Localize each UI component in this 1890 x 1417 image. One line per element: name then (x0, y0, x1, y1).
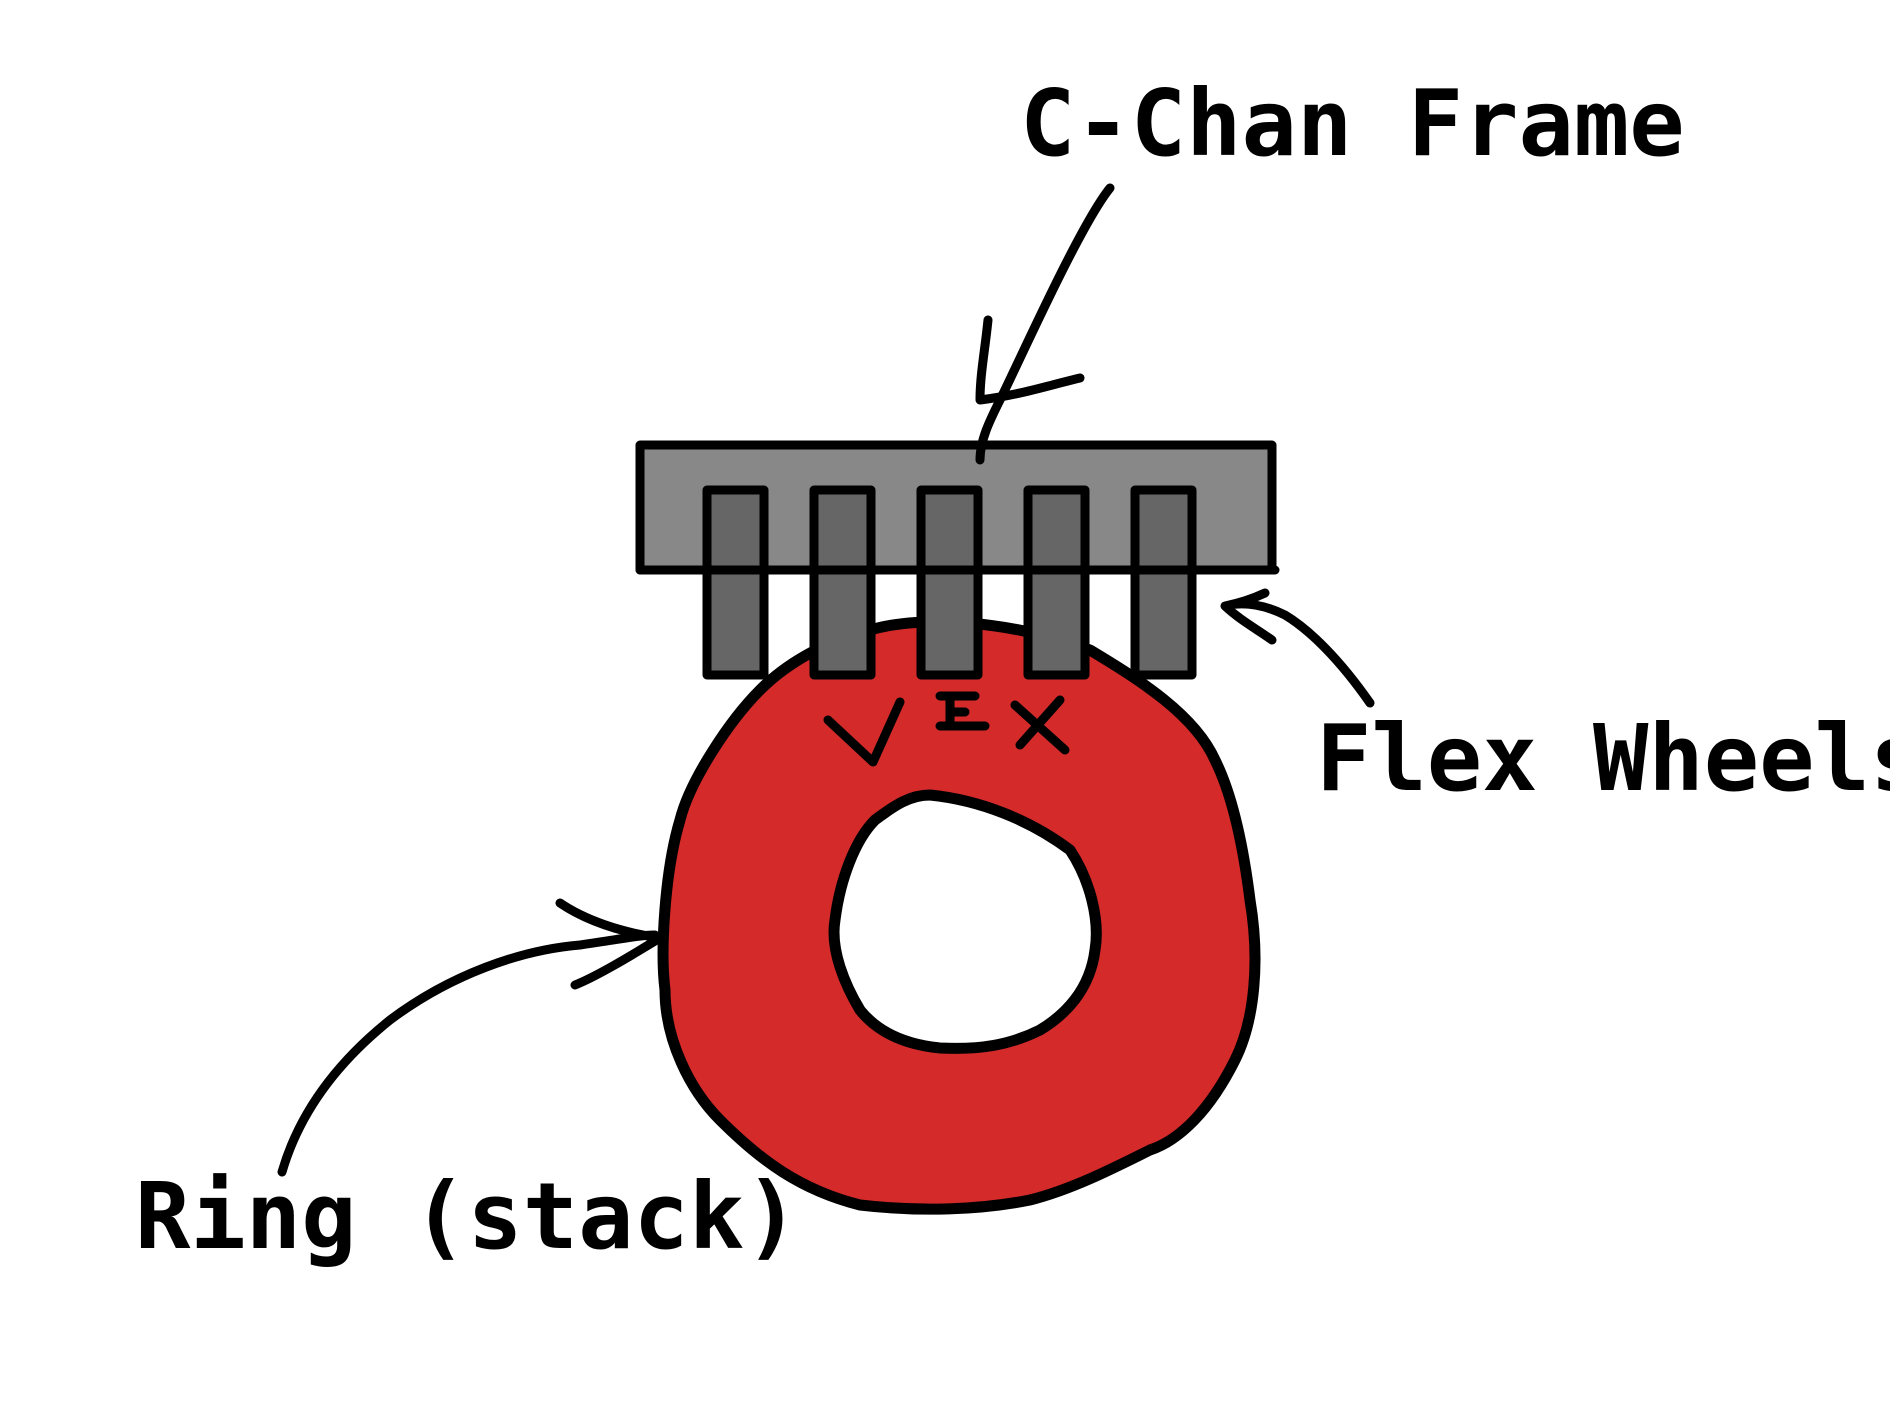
wheels-label: Flex Wheels (1316, 705, 1890, 812)
ring-callout: Ring (stack) (135, 898, 800, 1270)
flex-wheels (635, 485, 1280, 680)
flex-wheel (916, 485, 983, 680)
ring-vex-marking (823, 691, 1070, 767)
flex-wheel (1130, 485, 1197, 680)
frame-label: C-Chan Frame (1020, 70, 1685, 177)
flex-wheel (809, 485, 876, 680)
ring-label: Ring (stack) (135, 1163, 800, 1270)
frame-callout: C-Chan Frame (975, 70, 1685, 465)
flex-wheel (702, 485, 769, 680)
ring-body (657, 616, 1261, 1215)
flex-wheel (1023, 485, 1090, 680)
wheels-callout: Flex Wheels (1220, 588, 1890, 812)
